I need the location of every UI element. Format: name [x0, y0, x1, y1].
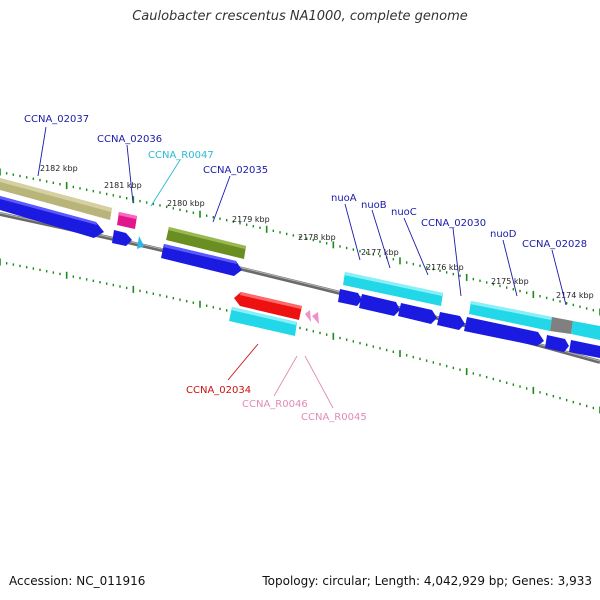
- feature-cyan-nuo-region[interactable]: [343, 272, 443, 306]
- label-nuoA[interactable]: nuoA: [331, 193, 357, 204]
- label-ccna-r0045[interactable]: CCNA_R0045: [301, 412, 367, 423]
- label-nuoD[interactable]: nuoD: [490, 229, 517, 240]
- label-ccna-02034[interactable]: CCNA_02034: [186, 385, 251, 396]
- feature-nuoA[interactable]: [338, 289, 362, 306]
- tick-label: 2181 kbp: [104, 181, 142, 190]
- accession-text: Accession: NC_011916: [9, 574, 146, 588]
- label-nuoB[interactable]: nuoB: [361, 200, 387, 211]
- tick-label: 2182 kbp: [40, 164, 78, 173]
- feature-nuoD[interactable]: [464, 317, 544, 346]
- feature-nuoC[interactable]: [398, 303, 437, 324]
- tick-label: 2176 kbp: [426, 263, 464, 272]
- map-title: Caulobacter crescentus NA1000, complete …: [132, 9, 468, 24]
- tick-label: 2175 kbp: [491, 277, 529, 286]
- feature-ccna-r0047[interactable]: [137, 236, 144, 249]
- genome-summary-text: Topology: circular; Length: 4,042,929 bp…: [262, 574, 592, 588]
- callout-lines: [37, 126, 567, 409]
- feature-ccna-02028[interactable]: [550, 317, 573, 334]
- tick-label: 2177 kbp: [361, 248, 399, 257]
- feature-blue-arrow-2035[interactable]: [161, 244, 242, 276]
- label-ccna-r0047[interactable]: CCNA_R0047: [148, 150, 214, 161]
- label-nuoC[interactable]: nuoC: [391, 207, 417, 218]
- feature-blue-arrow-nuoC2[interactable]: [437, 312, 465, 330]
- tick-labels: 2182 kbp 2181 kbp 2180 kbp 2179 kbp 2178…: [40, 164, 594, 300]
- tick-label: 2178 kbp: [298, 233, 336, 242]
- feature-ccna-r0046[interactable]: [305, 310, 311, 322]
- feature-ccna-02034[interactable]: [234, 292, 302, 320]
- feature-ccna-02030[interactable]: [469, 301, 552, 331]
- tick-label: 2180 kbp: [167, 199, 205, 208]
- feature-blue-arrow-right2[interactable]: [569, 340, 600, 358]
- feature-ccna-02037[interactable]: [0, 178, 112, 220]
- label-ccna-02030[interactable]: CCNA_02030: [421, 218, 486, 229]
- tick-label: 2179 kbp: [232, 215, 270, 224]
- label-ccna-02035[interactable]: CCNA_02035: [203, 165, 268, 176]
- feature-ccna-02036[interactable]: [117, 212, 137, 229]
- feature-cyan-right-edge[interactable]: [571, 321, 600, 340]
- feature-small-blue-arrow[interactable]: [112, 230, 132, 246]
- feature-blue-arrow-right1[interactable]: [545, 335, 569, 352]
- feature-nuoB[interactable]: [359, 294, 400, 316]
- tick-label: 2174 kbp: [556, 291, 594, 300]
- outer-tick-track: [0, 168, 600, 316]
- feature-left-blue-arrow[interactable]: [0, 196, 104, 238]
- label-ccna-r0046[interactable]: CCNA_R0046: [242, 399, 308, 410]
- inner-tick-track: [0, 258, 600, 414]
- label-ccna-02036[interactable]: CCNA_02036: [97, 134, 162, 145]
- feature-ccna-02035[interactable]: [166, 227, 246, 259]
- feature-ccna-r0045[interactable]: [312, 312, 319, 324]
- feature-cyan-lower[interactable]: [229, 307, 297, 336]
- label-ccna-02037[interactable]: CCNA_02037: [24, 114, 89, 125]
- label-ccna-02028[interactable]: CCNA_02028: [522, 239, 587, 250]
